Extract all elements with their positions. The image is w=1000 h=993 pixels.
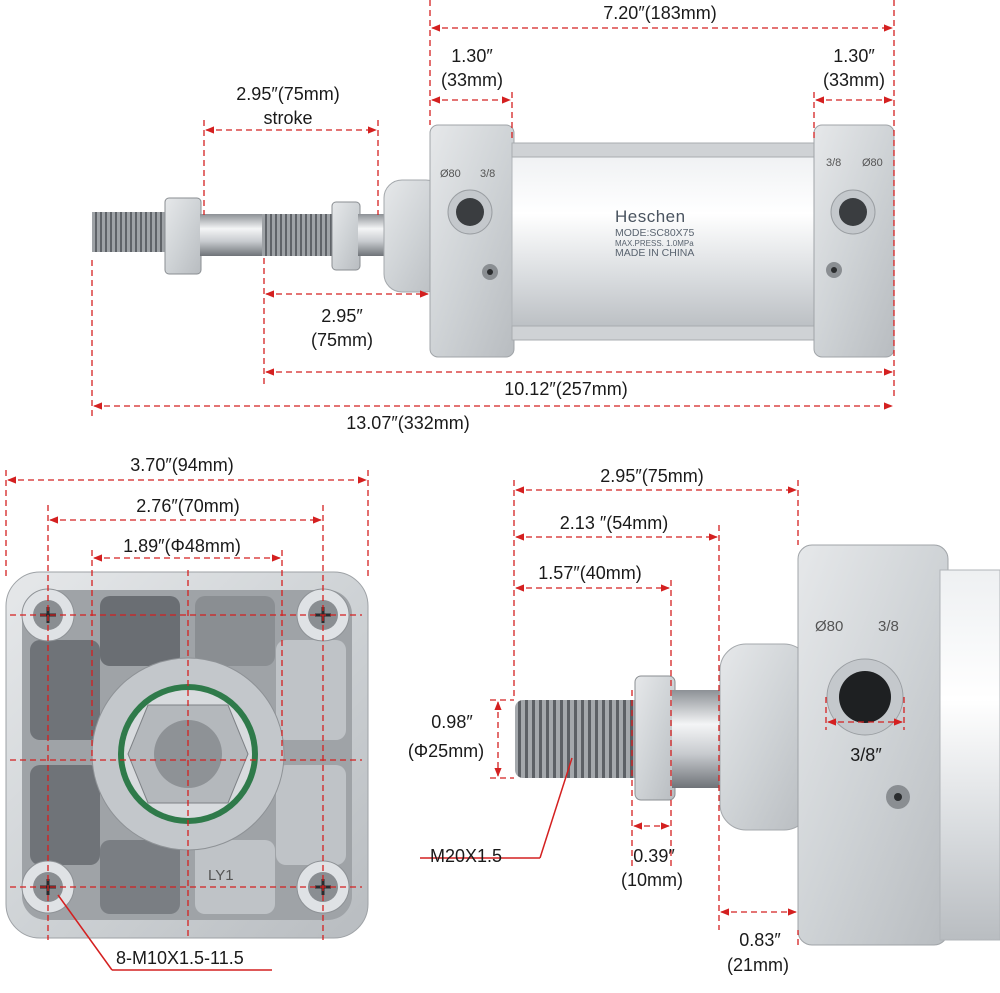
dim-cap-gap-inch: 0.83″ [739, 930, 781, 950]
top-cylinder-drawing: Ø80 3/8 3/8 Ø80 Heschen MODE:SC80X75 MAX… [92, 124, 895, 358]
dim-rod-extension-inch: 2.95″ [321, 306, 363, 326]
cast-mark: LY1 [208, 867, 234, 884]
end-view-dimension-lines [5, 470, 369, 940]
rod-detail-shaft [672, 690, 727, 788]
rod-detail-boss [719, 643, 811, 831]
rod-thread-end [92, 212, 170, 252]
end-view-drawing: LY1 [5, 571, 369, 939]
cylinder-barrel [511, 149, 819, 333]
dim-thread-spec: M20X1.5 [430, 846, 502, 866]
front-end-cap [429, 124, 515, 358]
dim-nut-width-inch: 0.39″ [633, 846, 675, 866]
rod-detail-thread [515, 700, 643, 778]
dim-rear-cap-mm: (33mm) [823, 70, 885, 90]
brand-name: Heschen [615, 207, 686, 226]
dim-rod-length-total: 2.95″(75mm) [600, 466, 703, 486]
dim-stroke: 2.95″(75mm) [236, 84, 339, 104]
model-code: MODE:SC80X75 [615, 227, 695, 239]
rod-thread-mid [262, 214, 334, 256]
dim-stroke-label: stroke [263, 108, 312, 128]
rear-thread-mark: 3/8 [826, 157, 841, 169]
dim-thread-length: 1.57″(40mm) [538, 563, 641, 583]
dim-port-size: 3/8″ [850, 745, 882, 765]
tie-rod-bottom [511, 325, 819, 341]
dim-boss-diameter: 1.89″(Φ48mm) [123, 536, 241, 556]
rod-detail-drawing: Ø80 3/8 [515, 544, 1000, 946]
front-bore-mark: Ø80 [440, 168, 461, 180]
rod-lock-nut [164, 197, 202, 275]
dim-end-width: 3.70″(94mm) [130, 455, 233, 475]
dim-front-cap-mm: (33mm) [441, 70, 503, 90]
rod-jam-nut [331, 201, 361, 271]
dim-cap-gap-mm: (21mm) [727, 955, 789, 975]
origin-label: MADE IN CHINA [615, 247, 694, 259]
top-dimension-lines [91, 0, 895, 420]
dim-rear-cap-inch: 1.30″ [833, 46, 875, 66]
dim-mount-thread: 8-M10X1.5-11.5 [116, 948, 244, 968]
dim-overall-length: 13.07″(332mm) [346, 413, 469, 433]
dim-front-cap-inch: 1.30″ [451, 46, 493, 66]
max-pressure: MAX.PRESS. 1.0MPa [615, 239, 694, 248]
tie-rod-top [511, 142, 819, 158]
detail-thread-mark: 3/8 [878, 618, 899, 635]
dim-boss-dia-inch: 0.98″ [431, 712, 473, 732]
rear-bore-mark: Ø80 [862, 157, 883, 169]
dim-rod-extension-mm: (75mm) [311, 330, 373, 350]
dim-bolt-spacing: 2.76″(70mm) [136, 496, 239, 516]
dim-nut-width-mm: (10mm) [621, 870, 683, 890]
detail-bore-mark: Ø80 [815, 618, 843, 635]
dim-rod-to-shoulder: 2.13 ″(54mm) [560, 513, 668, 533]
rod-detail-dimension-lines [490, 480, 905, 945]
dim-cylinder-length: 7.20″(183mm) [603, 3, 716, 23]
dim-body-with-rod: 10.12″(257mm) [504, 379, 627, 399]
rod-detail-nut [634, 675, 676, 801]
rod-detail-barrel [939, 569, 1000, 941]
dim-boss-dia-mm: (Φ25mm) [408, 741, 484, 761]
piston-rod [200, 214, 270, 256]
front-thread-mark: 3/8 [480, 168, 495, 180]
